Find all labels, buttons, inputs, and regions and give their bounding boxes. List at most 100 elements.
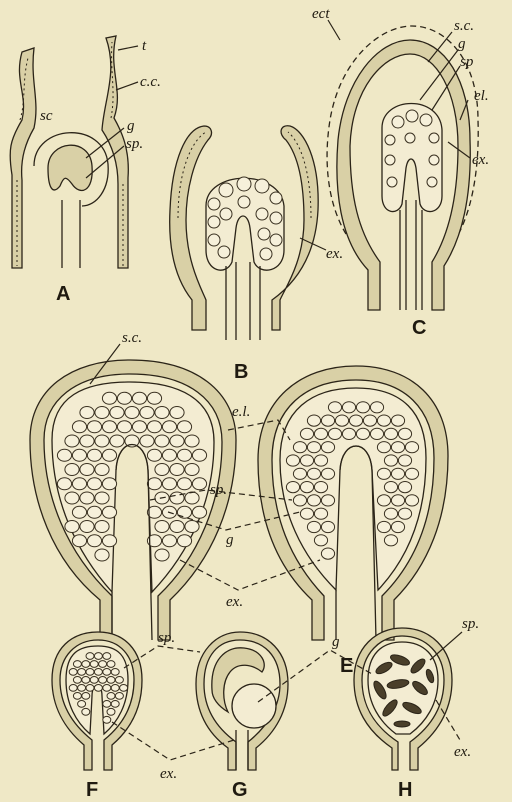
spore-cell <box>117 392 131 404</box>
spore-cell <box>185 464 199 476</box>
spore-cell <box>132 421 146 433</box>
spore-cell <box>103 653 111 660</box>
spore-cell <box>147 449 161 461</box>
d-label-sc: s.c. <box>122 330 142 346</box>
c-leader-ect <box>328 20 340 40</box>
b-figure-letter: B <box>234 361 248 383</box>
e-figure-letter: E <box>340 655 353 677</box>
spore-cell <box>72 535 86 547</box>
spore-cell <box>78 701 86 708</box>
figure-a: t c.c. sc g sp. A <box>10 36 161 305</box>
spore-cell <box>192 478 206 490</box>
h-label-sp: sp. <box>462 616 479 632</box>
spore-cell <box>103 685 111 692</box>
spore-cell <box>73 693 81 700</box>
spore-cell <box>384 508 397 519</box>
spore-cell <box>177 478 191 490</box>
a-stalk-inner <box>62 200 80 268</box>
spore-cell <box>78 685 86 692</box>
spore-cell <box>72 421 86 433</box>
spore-cell <box>82 661 90 668</box>
spore-cell <box>103 716 111 723</box>
spore-cell <box>111 685 119 692</box>
spore-cell <box>342 402 355 413</box>
spore-cell <box>398 482 411 493</box>
spore-cell <box>87 478 101 490</box>
g-figure-letter: G <box>232 779 248 801</box>
spore-cell <box>80 492 94 504</box>
spore-cell <box>391 415 404 426</box>
spore-cell <box>300 455 313 466</box>
spore-cell <box>155 549 169 561</box>
spore-cell <box>356 402 369 413</box>
spore-cell <box>147 421 161 433</box>
spore-cell <box>162 535 176 547</box>
gh-label-g: g <box>332 634 340 650</box>
spore-cell <box>398 428 411 439</box>
spore-cell <box>65 521 79 533</box>
spore-cell <box>132 392 146 404</box>
d-columella <box>112 445 152 641</box>
spore-cell <box>65 435 79 447</box>
spore-cell <box>110 407 124 419</box>
spore-cell <box>82 693 90 700</box>
e-columella <box>336 446 376 640</box>
spore-cell <box>177 506 191 518</box>
spore-cell <box>99 677 107 684</box>
spore-cell <box>95 492 109 504</box>
spore-cell <box>349 415 362 426</box>
c-label-sp: sp <box>460 54 474 70</box>
a-left-wall <box>10 48 36 268</box>
a-sporogenous-mass <box>48 145 92 190</box>
a-label-sc: sc <box>40 108 53 124</box>
b-stalk <box>226 262 260 340</box>
fg-label-ex: ex. <box>160 766 177 782</box>
spore-cell <box>170 521 184 533</box>
spore-cell <box>102 421 116 433</box>
spore-cell <box>72 478 86 490</box>
spore-cell <box>103 669 111 676</box>
spore-cell <box>185 435 199 447</box>
a-right-wall <box>102 36 128 268</box>
spore-cell <box>162 478 176 490</box>
spore-cell <box>185 521 199 533</box>
spore-cell <box>155 435 169 447</box>
spore-cell <box>99 661 107 668</box>
spore-cell <box>110 435 124 447</box>
spore-cell <box>90 661 98 668</box>
spore-cell <box>377 442 390 453</box>
de-leader-el <box>228 420 290 440</box>
spore-cell <box>95 464 109 476</box>
spore-cell <box>321 415 334 426</box>
spore-cell <box>73 677 81 684</box>
spore-cell <box>103 701 111 708</box>
spore-cell <box>120 685 128 692</box>
spore-cell <box>140 435 154 447</box>
c-label-ect: ect <box>312 6 330 22</box>
spore-cell <box>86 653 94 660</box>
spore-cell <box>111 669 119 676</box>
a-label-t: t <box>142 38 147 54</box>
spore-cell <box>102 506 116 518</box>
spore-cell <box>307 495 320 506</box>
figure-g: G <box>196 632 288 801</box>
spore-cell <box>321 521 334 532</box>
spore-cell <box>87 449 101 461</box>
spore-cell <box>384 455 397 466</box>
spore-cell <box>377 415 390 426</box>
spore-cell <box>57 449 71 461</box>
h-figure-letter: H <box>398 779 412 801</box>
spore-cell <box>140 407 154 419</box>
g-stalk <box>236 730 248 770</box>
spore-cell <box>102 535 116 547</box>
spore-cell <box>87 535 101 547</box>
spore-cell <box>307 415 320 426</box>
spore-cell <box>94 685 102 692</box>
spore-cell <box>321 468 334 479</box>
spore-cell <box>405 468 418 479</box>
spore-cell <box>95 407 109 419</box>
spore-cell <box>307 468 320 479</box>
spore-cell <box>384 535 397 546</box>
